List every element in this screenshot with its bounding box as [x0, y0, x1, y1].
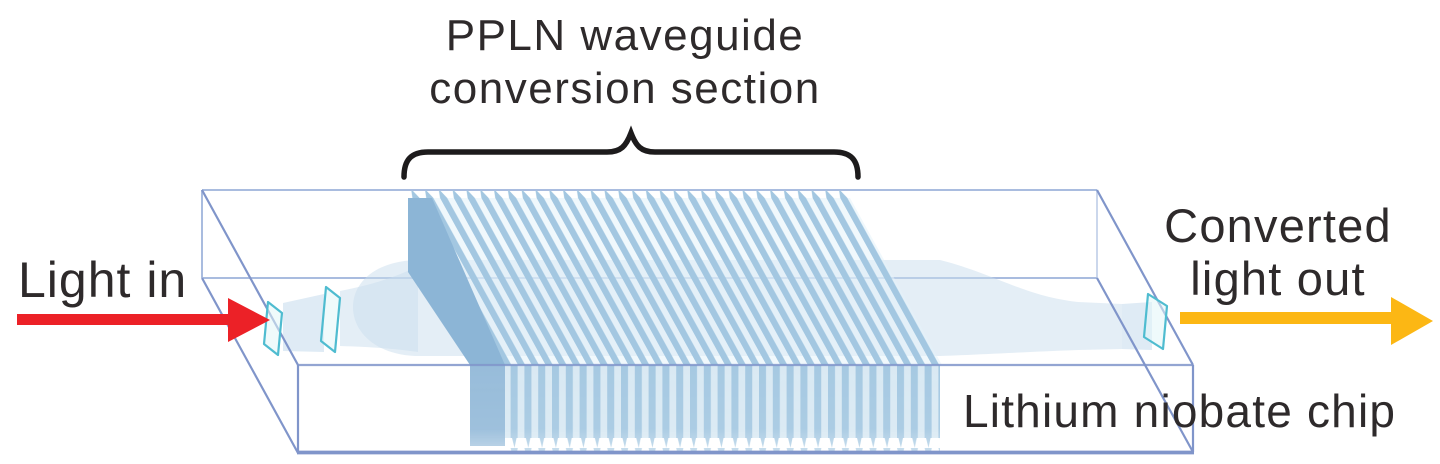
light-in-arrow-icon: [17, 298, 270, 342]
converted-light-out-label-line1: Converted: [1164, 199, 1392, 252]
output-facet: [1142, 292, 1169, 351]
brace-icon: [401, 125, 861, 180]
chip-wireframe-front-edges: [201, 189, 1195, 455]
converted-light-out-label-line2: light out: [1190, 252, 1365, 305]
chip-bottom-left-diagonal: [201, 277, 299, 454]
mode-filter-facet: [319, 285, 342, 354]
waveguide-output-taper: [940, 260, 1122, 356]
chip-top-left-diagonal: [201, 189, 299, 366]
chip-top-right-diagonal: [1096, 189, 1194, 366]
chip-label: Lithium niobate chip: [963, 385, 1396, 437]
grating-front-face: [470, 365, 940, 454]
grating-top-teeth: [406, 190, 852, 199]
grating-front-wedge: [470, 365, 505, 446]
waveguide-input-beam: [283, 294, 324, 352]
brace-title-line2: conversion section: [429, 64, 820, 113]
brace-title-line1: PPLN waveguide: [446, 11, 805, 60]
converted-light-out-arrow-icon: [1180, 297, 1433, 345]
ppln-grating: [406, 190, 942, 454]
light-in-label: Light in: [18, 252, 187, 308]
input-facet: [262, 300, 284, 357]
grating-top-stripes: [408, 198, 942, 365]
waveguide-facets: [262, 285, 1169, 357]
grating-front-stripes: [505, 365, 940, 438]
grating-front-teeth: [505, 438, 940, 454]
grating-end-face-wedge: [408, 198, 505, 365]
